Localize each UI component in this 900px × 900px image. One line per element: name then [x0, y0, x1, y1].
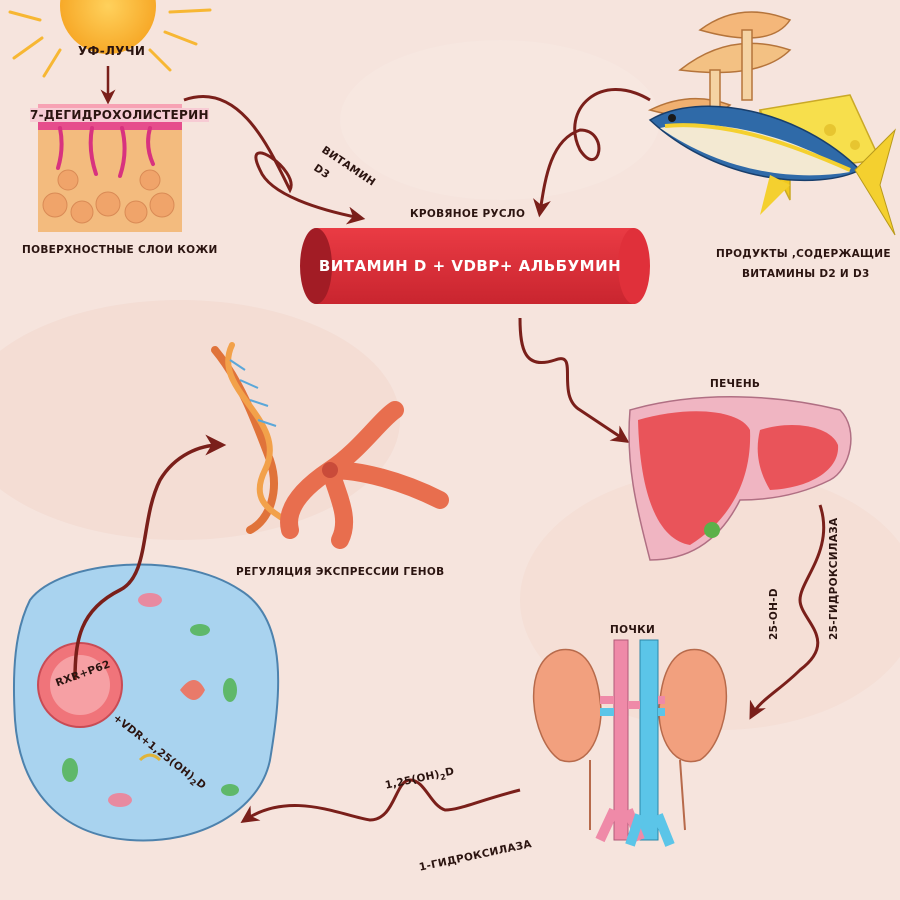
blood-to-liver-arrow [518, 317, 630, 443]
blood-vessel [300, 228, 650, 304]
skin-layers-illustration [38, 104, 182, 232]
kidneys-illustration [532, 639, 728, 847]
gene-regulation-label: РЕГУЛЯЦИЯ ЭКСПРЕССИИ ГЕНОВ [236, 566, 445, 578]
dehydrocholesterol-label: 7-ДЕГИДРОХОЛИСТЕРИН [30, 108, 209, 122]
foods-label-line2: ВИТАМИНЫ D2 И D3 [742, 268, 870, 280]
vessel-content-label: ВИТАМИН D + VDBP+ АЛЬБУМИН [318, 257, 622, 275]
cell-illustration [12, 563, 280, 842]
food-to-blood-arrow [533, 88, 651, 218]
dna-chromosome-illustration [211, 342, 449, 549]
uv-rays-label: УФ-ЛУЧИ [78, 44, 146, 58]
25-hydroxylase-label: 25-ГИДРОКСИЛАЗА [828, 517, 840, 640]
liver-label: ПЕЧЕНЬ [710, 378, 761, 390]
sun-icon [8, 0, 212, 78]
kidney-to-cell-arrow [240, 778, 521, 823]
skin-layers-label: ПОВЕРХНОСТНЫЕ СЛОИ КОЖИ [22, 244, 218, 256]
liver-illustration [628, 396, 852, 561]
cell-to-genes-arrow [73, 434, 227, 681]
kidneys-label: ПОЧКИ [610, 624, 656, 636]
skin-to-blood-arrow [183, 95, 366, 225]
bloodstream-label: КРОВЯНОЕ РУСЛО [410, 208, 526, 220]
food-illustration [647, 11, 896, 236]
foods-label-line1: ПРОДУКТЫ ,СОДЕРЖАЩИЕ [716, 248, 891, 260]
25-oh-d-label: 25-OH-D [768, 588, 780, 640]
liver-to-kidney-arrow [749, 504, 826, 720]
